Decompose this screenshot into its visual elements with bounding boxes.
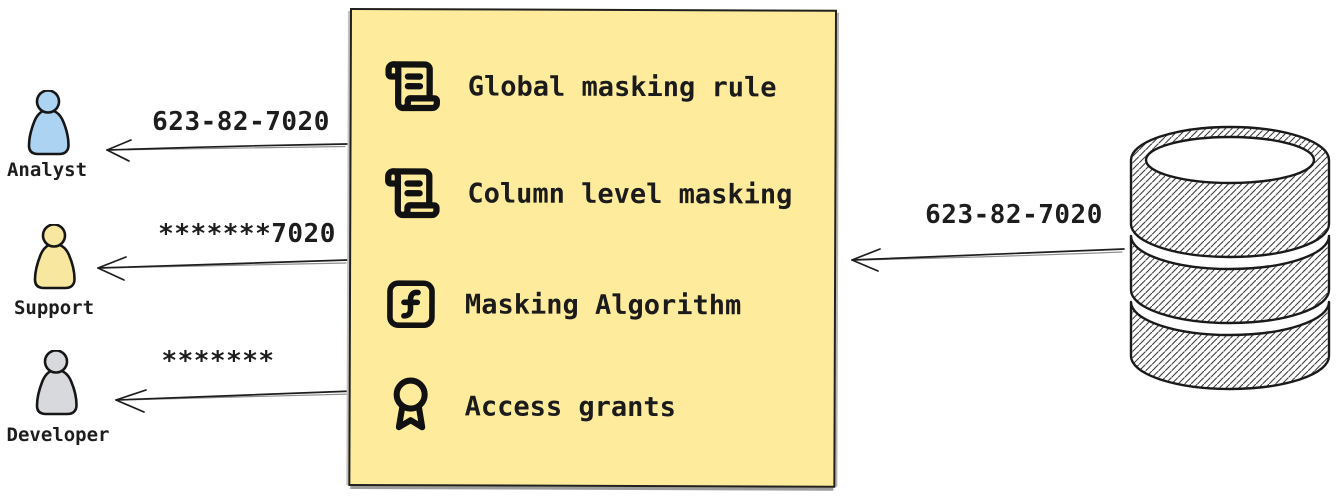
policy-item-label: Access grants: [464, 390, 676, 423]
raw-value-label-database: 623-82-7020: [925, 200, 1103, 230]
policy-item-global-masking-rule: Global masking rule: [384, 56, 777, 117]
policy-item-label: Masking Algorithm: [464, 288, 742, 321]
policy-item-access-grants: Access grants: [383, 376, 677, 437]
masking-policy-box: Global masking rule Column level masking…: [348, 8, 837, 488]
scroll-text-icon: [385, 61, 440, 112]
analyst-user-icon: [27, 90, 70, 156]
policy-item-masking-algorithm: Masking Algorithm: [383, 274, 742, 335]
database-icon: [1129, 125, 1331, 391]
developer-label: Developer: [6, 424, 110, 446]
masked-value-label-analyst: 623-82-7020: [152, 107, 330, 137]
masked-value-label-support: *******7020: [158, 219, 336, 249]
policy-item-label: Global masking rule: [467, 70, 777, 103]
arrow-box-to-developer-icon: [115, 389, 355, 413]
arrow-box-to-support-icon: [97, 256, 349, 281]
arrow-box-to-analyst-icon: [106, 139, 348, 162]
developer-user-icon: [35, 350, 78, 416]
function-square-icon: [387, 280, 435, 329]
support-user-icon: [33, 224, 76, 290]
masked-value-label-developer: *******: [161, 346, 275, 376]
analyst-label: Analyst: [6, 159, 88, 181]
award-icon: [393, 377, 428, 431]
arrow-database-to-box-icon: [851, 248, 1125, 272]
policy-item-column-level-masking: Column level masking: [383, 163, 793, 224]
policy-item-label: Column level masking: [467, 177, 793, 211]
support-label: Support: [13, 297, 95, 319]
scroll-text-icon: [385, 168, 440, 219]
